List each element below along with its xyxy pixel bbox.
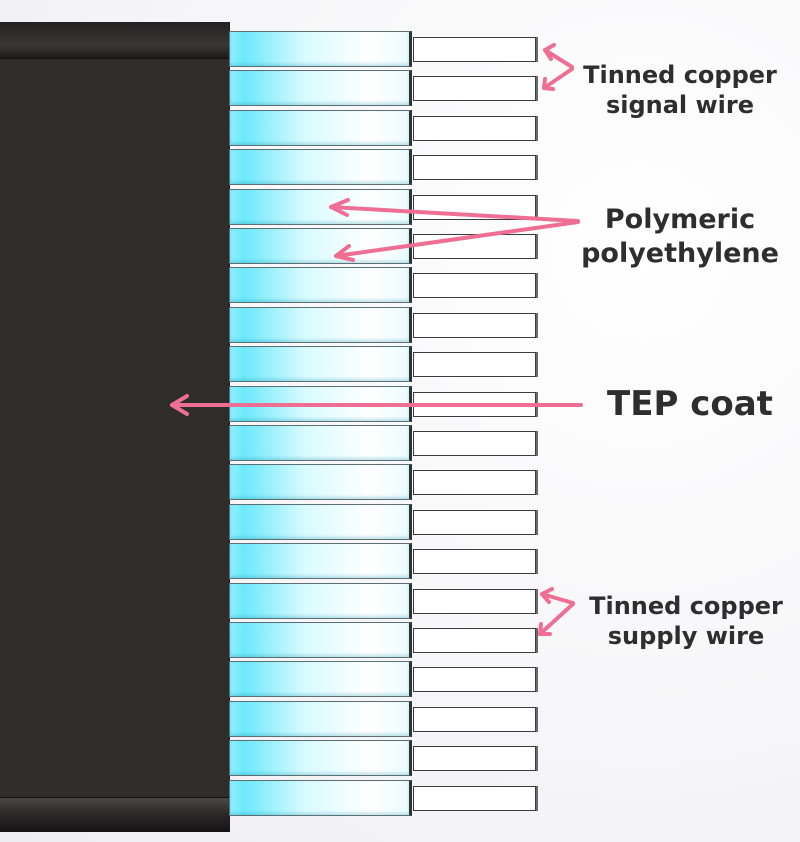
wire-insulation xyxy=(229,267,412,304)
label-insulation-line2: polyethylene xyxy=(581,237,779,269)
arrow-group xyxy=(170,43,583,636)
wire-insulation xyxy=(229,503,412,540)
coat-bottom-edge xyxy=(0,797,229,832)
wire-conductor xyxy=(413,37,538,62)
supply-wire-arrow-upper xyxy=(540,592,575,605)
wire-conductor xyxy=(413,628,538,653)
wire-insulation xyxy=(229,543,412,580)
wire-conductor xyxy=(413,588,538,614)
insulation-arrow-lower xyxy=(334,220,580,258)
wire-insulation xyxy=(229,188,412,225)
label-supply-wire-line2: supply wire xyxy=(607,622,765,650)
wire-insulation xyxy=(229,70,412,107)
coat-top-edge xyxy=(0,22,229,59)
tep-coat-body xyxy=(0,22,229,832)
wire-insulation xyxy=(229,582,412,619)
wire-insulation xyxy=(229,149,412,186)
wire-conductor xyxy=(413,76,538,102)
label-insulation: Polymeric polyethylene xyxy=(574,203,786,271)
label-signal-wire-line2: signal wire xyxy=(605,91,755,119)
wire-insulation xyxy=(229,740,412,777)
insulation-arrowhead-upper xyxy=(329,198,350,217)
wire-conductor xyxy=(413,312,538,338)
signal-wire-arrowhead-upper xyxy=(543,43,556,61)
wire-conductor xyxy=(413,667,538,693)
wire-conductor xyxy=(413,470,538,496)
wire-conductor xyxy=(413,115,538,141)
label-supply-wire-line1: Tinned copper xyxy=(589,592,783,620)
wire-insulation xyxy=(229,109,412,146)
wire-insulation xyxy=(229,346,412,383)
wire-insulation xyxy=(229,700,412,737)
signal-wire-arrowhead-lower xyxy=(542,77,555,91)
wire-insulation xyxy=(229,622,412,658)
signal-wire-arrow-lower xyxy=(542,67,574,90)
wire-insulation xyxy=(229,779,412,816)
label-supply-wire: Tinned copper supply wire xyxy=(580,591,792,651)
label-tep-coat: TEP coat xyxy=(594,383,786,426)
wire-conductor xyxy=(413,155,538,181)
insulation-arrow-upper xyxy=(329,205,580,223)
supply-wire-arrowhead-lower xyxy=(538,622,552,636)
supply-wire-arrowhead-upper xyxy=(540,587,554,604)
supply-wire-arrow-lower xyxy=(538,602,575,636)
label-tep-coat-text: TEP coat xyxy=(607,384,773,424)
signal-wire-arrow-upper xyxy=(543,48,574,69)
insulation-arrowhead-lower xyxy=(334,244,355,262)
wire-conductor xyxy=(413,785,538,811)
label-insulation-line1: Polymeric xyxy=(604,204,756,235)
wire-insulation xyxy=(229,425,412,461)
label-signal-wire-line1: Tinned copper xyxy=(583,61,777,89)
wire-conductor xyxy=(413,273,538,299)
wire-conductor xyxy=(413,706,538,732)
wire-insulation xyxy=(229,306,412,343)
coat-arrowhead xyxy=(170,394,189,416)
wire-conductor xyxy=(413,549,538,575)
label-signal-wire: Tinned copper signal wire xyxy=(574,60,786,120)
wire-conductor xyxy=(413,431,538,456)
wire-conductor xyxy=(413,352,538,378)
wire-conductor xyxy=(413,509,538,535)
wire-insulation xyxy=(229,464,412,501)
wire-insulation xyxy=(229,31,412,67)
wire-conductor xyxy=(413,746,538,772)
wire-insulation xyxy=(229,661,412,698)
